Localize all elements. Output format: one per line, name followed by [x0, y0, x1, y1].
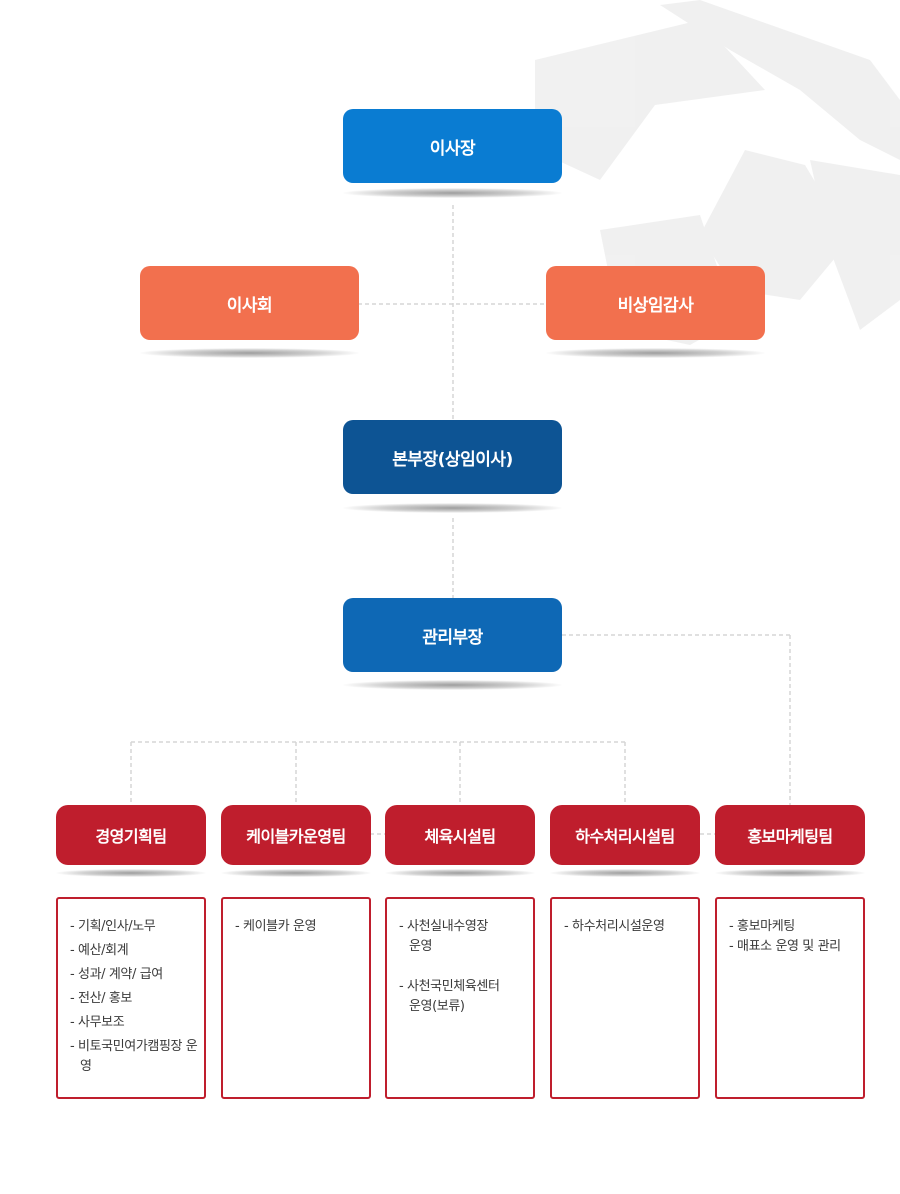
duty-item: 하수처리시설운영	[564, 917, 692, 937]
duties-box-marketing: 홍보마케팅 매표소 운영 및 관리	[715, 897, 865, 1099]
auditor-box: 비상임감사	[546, 266, 765, 340]
duties-list: 케이블카 운영	[235, 917, 363, 937]
ceo-shadow	[343, 188, 562, 198]
admin-head-box: 관리부장	[343, 598, 562, 672]
duty-item: 사무보조	[70, 1013, 198, 1033]
duty-item: 예산/회계	[70, 941, 198, 961]
team-label: 경영기획팀	[95, 827, 167, 846]
duties-list: 홍보마케팅 매표소 운영 및 관리	[729, 917, 857, 957]
duty-item: 사천실내수영장 운영	[399, 917, 527, 957]
duties-list: 사천실내수영장 운영 사천국민체육센터 운영(보류)	[399, 917, 527, 1017]
admin-head-label: 관리부장	[422, 627, 483, 648]
hq-head-label: 본부장(상임이사)	[392, 449, 513, 470]
team-shadow	[385, 869, 535, 877]
team-box-sports: 체육시설팀	[385, 805, 535, 865]
hq-head-shadow	[343, 503, 562, 513]
board-label: 이사회	[226, 295, 273, 316]
duties-box-sewage: 하수처리시설운영	[550, 897, 700, 1099]
duty-item: 사천국민체육센터 운영(보류)	[399, 977, 527, 1017]
admin-head-shadow	[343, 680, 562, 690]
hq-head-box: 본부장(상임이사)	[343, 420, 562, 494]
duties-box-planning: 기획/인사/노무 예산/회계 성과/ 계약/ 급여 전산/ 홍보 사무보조 비토…	[56, 897, 206, 1099]
duty-item: 기획/인사/노무	[70, 917, 198, 937]
team-shadow	[550, 869, 700, 877]
board-shadow	[140, 348, 359, 358]
ceo-label: 이사장	[429, 138, 476, 159]
duty-item: 케이블카 운영	[235, 917, 363, 937]
duty-item: 매표소 운영 및 관리	[729, 937, 857, 957]
team-label: 하수처리시설팀	[575, 827, 675, 846]
duty-item: 비토국민여가캠핑장 운영	[70, 1037, 198, 1077]
duties-box-sports: 사천실내수영장 운영 사천국민체육센터 운영(보류)	[385, 897, 535, 1099]
duties-box-cablecar: 케이블카 운영	[221, 897, 371, 1099]
auditor-shadow	[546, 348, 765, 358]
team-label: 케이블카운영팀	[246, 827, 346, 846]
team-box-sewage: 하수처리시설팀	[550, 805, 700, 865]
team-shadow	[56, 869, 206, 877]
duty-item: 성과/ 계약/ 급여	[70, 965, 198, 985]
team-box-planning: 경영기획팀	[56, 805, 206, 865]
team-box-cablecar: 케이블카운영팀	[221, 805, 371, 865]
board-box: 이사회	[140, 266, 359, 340]
team-box-marketing: 홍보마케팅팀	[715, 805, 865, 865]
duties-list: 하수처리시설운영	[564, 917, 692, 937]
connector-lines	[130, 205, 791, 835]
duty-item: 전산/ 홍보	[70, 989, 198, 1009]
ceo-box: 이사장	[343, 109, 562, 183]
team-shadow	[221, 869, 371, 877]
auditor-label: 비상임감사	[617, 295, 694, 316]
team-label: 홍보마케팅팀	[747, 827, 833, 846]
duties-list: 기획/인사/노무 예산/회계 성과/ 계약/ 급여 전산/ 홍보 사무보조 비토…	[70, 917, 198, 1077]
team-shadow	[715, 869, 865, 877]
duty-item: 홍보마케팅	[729, 917, 857, 937]
team-label: 체육시설팀	[424, 827, 496, 846]
